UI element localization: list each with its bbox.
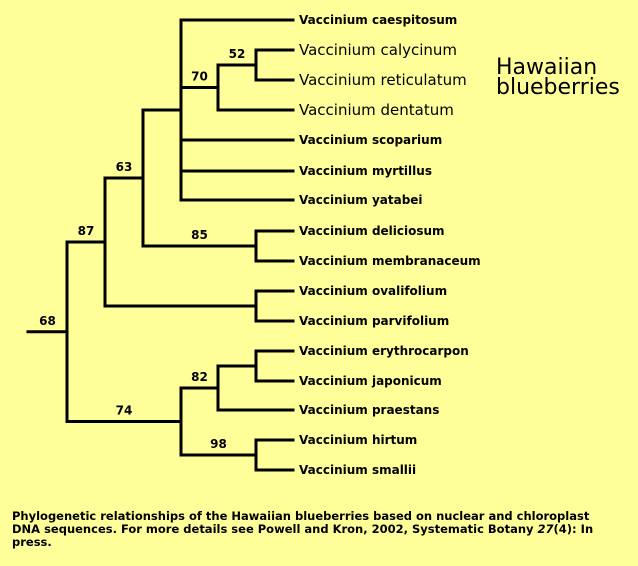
taxon-label: Vaccinium hirtum [299, 433, 417, 447]
taxon-label: Vaccinium japonicum [299, 374, 442, 388]
taxon-label: Vaccinium caespitosum [299, 13, 457, 27]
figure-caption: Phylogenetic relationships of the Hawaii… [12, 510, 612, 549]
hawaiian-group-label: Hawaiian blueberries [496, 55, 620, 100]
taxon-label: Vaccinium parvifolium [299, 314, 449, 328]
support-value: 70 [191, 70, 208, 84]
taxon-label: Vaccinium smallii [299, 463, 416, 477]
taxon-label: Vaccinium ovalifolium [299, 284, 447, 298]
taxon-label: Vaccinium myrtillus [299, 164, 432, 178]
taxon-label: Vaccinium membranaceum [299, 254, 481, 268]
support-value: 98 [210, 437, 227, 451]
support-value: 63 [116, 160, 133, 174]
taxon-label: Vaccinium erythrocarpon [299, 344, 469, 358]
group-label-line1: Hawaiian [496, 55, 598, 80]
taxon-label: Vaccinium yatabei [299, 193, 423, 207]
support-value: 52 [229, 47, 246, 61]
caption-text-end: (4): In press. [12, 522, 594, 549]
support-values: 68 87 63 70 52 85 74 82 98 [39, 47, 245, 451]
taxon-label: Vaccinium calycinum [299, 41, 457, 59]
caption-volume: 27 [537, 522, 554, 536]
caption-text: Phylogenetic relationships of the Hawaii… [12, 509, 590, 536]
support-value: 85 [191, 228, 208, 242]
tree-branches [26, 18, 295, 472]
taxon-label: Vaccinium scoparium [299, 133, 442, 147]
taxon-label: Vaccinium reticulatum [299, 71, 467, 89]
group-label-line2: blueberries [496, 75, 620, 100]
support-value: 68 [39, 314, 56, 328]
taxon-label: Vaccinium deliciosum [299, 224, 445, 238]
taxon-label: Vaccinium praestans [299, 403, 439, 417]
support-value: 74 [116, 404, 133, 418]
taxon-label: Vaccinium dentatum [299, 101, 454, 119]
support-value: 87 [78, 224, 95, 238]
support-value: 82 [191, 370, 208, 384]
